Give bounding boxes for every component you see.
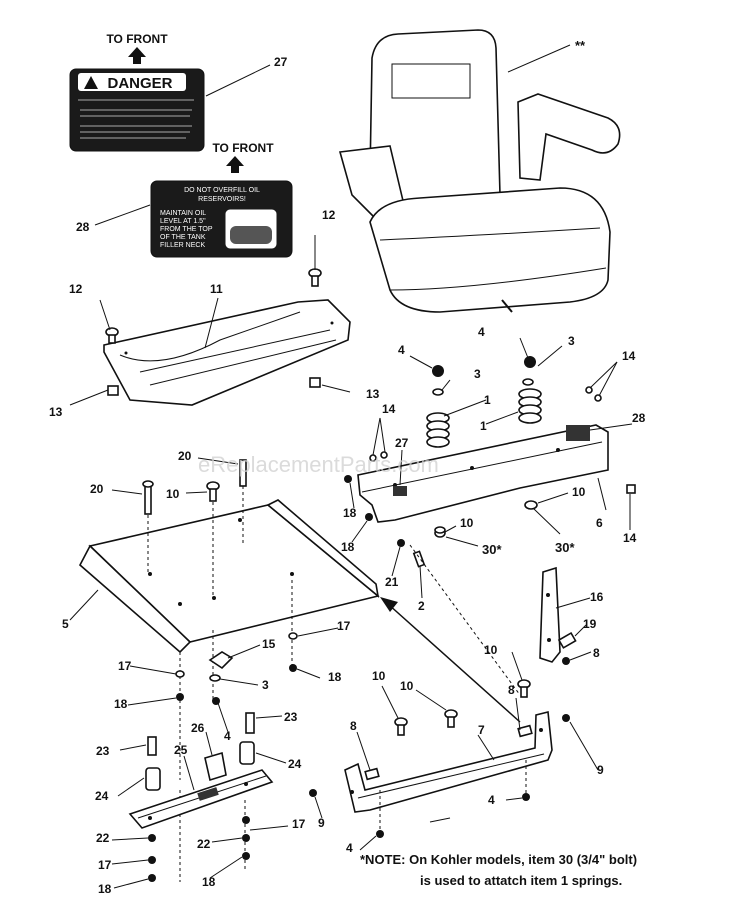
callout-12: 12: [322, 208, 336, 222]
callout-20: 20: [90, 482, 104, 496]
oil-body-4: OF THE TANK: [160, 234, 206, 241]
callout-4: 4: [478, 325, 485, 339]
kohler-note: *NOTE: On Kohler models, item 30 (3/4" b…: [360, 852, 637, 888]
callout-18: 18: [343, 506, 357, 520]
callout-14: 14: [382, 402, 396, 416]
callout-10: 10: [166, 487, 180, 501]
callout-labels: ** 27 28 12 12 11 13 13 4 4 3 3 14 14 14…: [49, 38, 646, 896]
callout-14: 14: [622, 349, 636, 363]
callout-17: 17: [98, 858, 112, 872]
oil-body-2: LEVEL AT 1.5": [160, 218, 206, 225]
callout-28: 28: [76, 220, 90, 234]
lower-left-stack: [148, 816, 250, 882]
callout-11: 11: [210, 282, 223, 296]
seat: [338, 29, 621, 313]
callout-30: 30*: [555, 540, 575, 555]
arrow-up-icon: [226, 156, 244, 173]
callout-17: 17: [292, 817, 306, 831]
callout-18: 18: [114, 697, 128, 711]
callout-7: 7: [478, 723, 485, 737]
callout-6: 6: [596, 516, 603, 530]
callout-30: 30*: [482, 542, 502, 557]
oil-decal: TO FRONT DO NOT OVERFILL OIL RESERVOIRS!…: [150, 141, 293, 258]
callout-8: 8: [508, 683, 515, 697]
callout-18: 18: [202, 875, 216, 889]
callout-23: 23: [284, 710, 298, 724]
oil-body-3: FROM THE TOP: [160, 226, 213, 233]
callout-10: 10: [400, 679, 414, 693]
callout-18: 18: [98, 882, 112, 896]
danger-decal: TO FRONT DANGER: [69, 32, 205, 152]
callout-4: 4: [224, 729, 231, 743]
bracket-7: [309, 679, 570, 838]
callout-1: 1: [480, 419, 487, 433]
oil-body-1: MAINTAIN OIL: [160, 210, 206, 217]
callout-13: 13: [49, 405, 63, 419]
callout-9: 9: [597, 763, 604, 777]
callout-3: 3: [262, 678, 269, 692]
callout-seat: **: [575, 38, 586, 53]
plate-25: [128, 769, 274, 829]
to-front-label-1: TO FRONT: [106, 32, 168, 46]
callout-17: 17: [118, 659, 132, 673]
oil-body-5: FILLER NECK: [160, 242, 205, 249]
leader-lines: [69, 44, 633, 889]
callout-27: 27: [395, 436, 409, 450]
note-line-2: is used to attatch item 1 springs.: [420, 873, 622, 888]
callout-8: 8: [350, 719, 357, 733]
bracket-16: [539, 566, 577, 665]
callout-8: 8: [593, 646, 600, 660]
callout-14: 14: [623, 531, 637, 545]
callout-5: 5: [62, 617, 69, 631]
note-line-1: *NOTE: On Kohler models, item 30 (3/4" b…: [360, 852, 637, 867]
callout-17: 17: [337, 619, 351, 633]
to-front-label-2: TO FRONT: [212, 141, 274, 155]
arrow-up-icon: [128, 47, 146, 64]
callout-25: 25: [174, 743, 188, 757]
callout-10: 10: [572, 485, 586, 499]
oil-line-1: DO NOT OVERFILL OIL: [184, 187, 260, 194]
callout-18: 18: [328, 670, 342, 684]
watermark: eReplacementParts.com: [198, 452, 439, 477]
callout-4: 4: [488, 793, 495, 807]
callout-24: 24: [288, 757, 302, 771]
danger-title: DANGER: [107, 75, 172, 92]
callout-9: 9: [318, 816, 325, 830]
callout-13: 13: [366, 387, 380, 401]
callout-10: 10: [484, 643, 498, 657]
springs: [369, 356, 602, 462]
bolts-upper: [142, 459, 636, 568]
callout-22: 22: [96, 831, 110, 845]
seat-pan-5: [78, 499, 380, 654]
callout-18: 18: [341, 540, 355, 554]
callout-28: 28: [632, 411, 646, 425]
callout-12: 12: [69, 282, 83, 296]
callout-10: 10: [372, 669, 386, 683]
callout-15: 15: [262, 637, 276, 651]
assembly-arrow: [380, 597, 521, 723]
arrow-icon: [380, 597, 398, 612]
oil-line-2: RESERVOIRS!: [198, 196, 246, 203]
alignment-lines: [147, 486, 521, 882]
plate-11: [103, 299, 351, 406]
callout-22: 22: [197, 837, 211, 851]
callout-24: 24: [95, 789, 109, 803]
callout-1: 1: [484, 393, 491, 407]
callout-27: 27: [274, 55, 288, 69]
callout-3: 3: [568, 334, 575, 348]
callout-16: 16: [590, 590, 604, 604]
callout-26: 26: [191, 721, 205, 735]
callout-2: 2: [418, 599, 425, 613]
callout-23: 23: [96, 744, 110, 758]
callout-3: 3: [474, 367, 481, 381]
callout-20: 20: [178, 449, 192, 463]
callout-21: 21: [385, 575, 399, 589]
callout-4: 4: [346, 841, 353, 855]
callout-19: 19: [583, 617, 597, 631]
lower-hardware: [145, 632, 298, 791]
callout-10: 10: [460, 516, 474, 530]
warning-triangle-icon: [84, 76, 98, 89]
callout-4: 4: [398, 343, 405, 357]
